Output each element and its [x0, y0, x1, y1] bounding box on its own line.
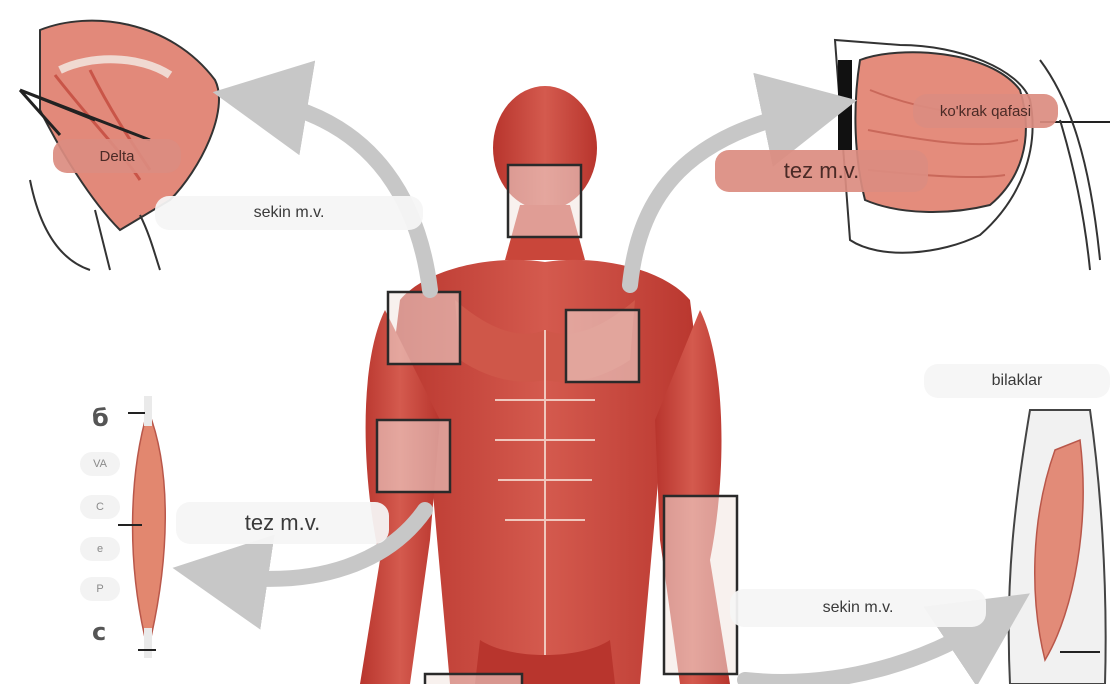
label-fast-left: tez m.v.: [176, 502, 389, 544]
forearm-inset: [1009, 410, 1106, 684]
chip-e: e: [80, 537, 120, 561]
box-right-forearm: [664, 496, 737, 674]
label-slow-top-left: sekin m.v.: [155, 196, 423, 230]
box-face: [508, 165, 581, 237]
label-fast-top-right: tez m.v.: [715, 150, 928, 192]
label-delta: Delta: [53, 139, 181, 173]
letter-bottom: c: [92, 618, 106, 646]
spindle-muscle-inset: [118, 396, 165, 658]
box-left-shoulder: [388, 292, 460, 364]
box-bottom: [425, 674, 522, 684]
label-forearms: bilaklar: [924, 364, 1110, 398]
chip-va: VA: [80, 452, 120, 476]
letter-top: б: [92, 404, 109, 432]
box-left-arm: [377, 420, 450, 492]
label-chest: ko'krak qafasi: [913, 94, 1058, 128]
chip-p: P: [80, 577, 120, 601]
box-chest: [566, 310, 639, 382]
label-slow-bottom-right: sekin m.v.: [730, 589, 986, 627]
chip-c: C: [80, 495, 120, 519]
